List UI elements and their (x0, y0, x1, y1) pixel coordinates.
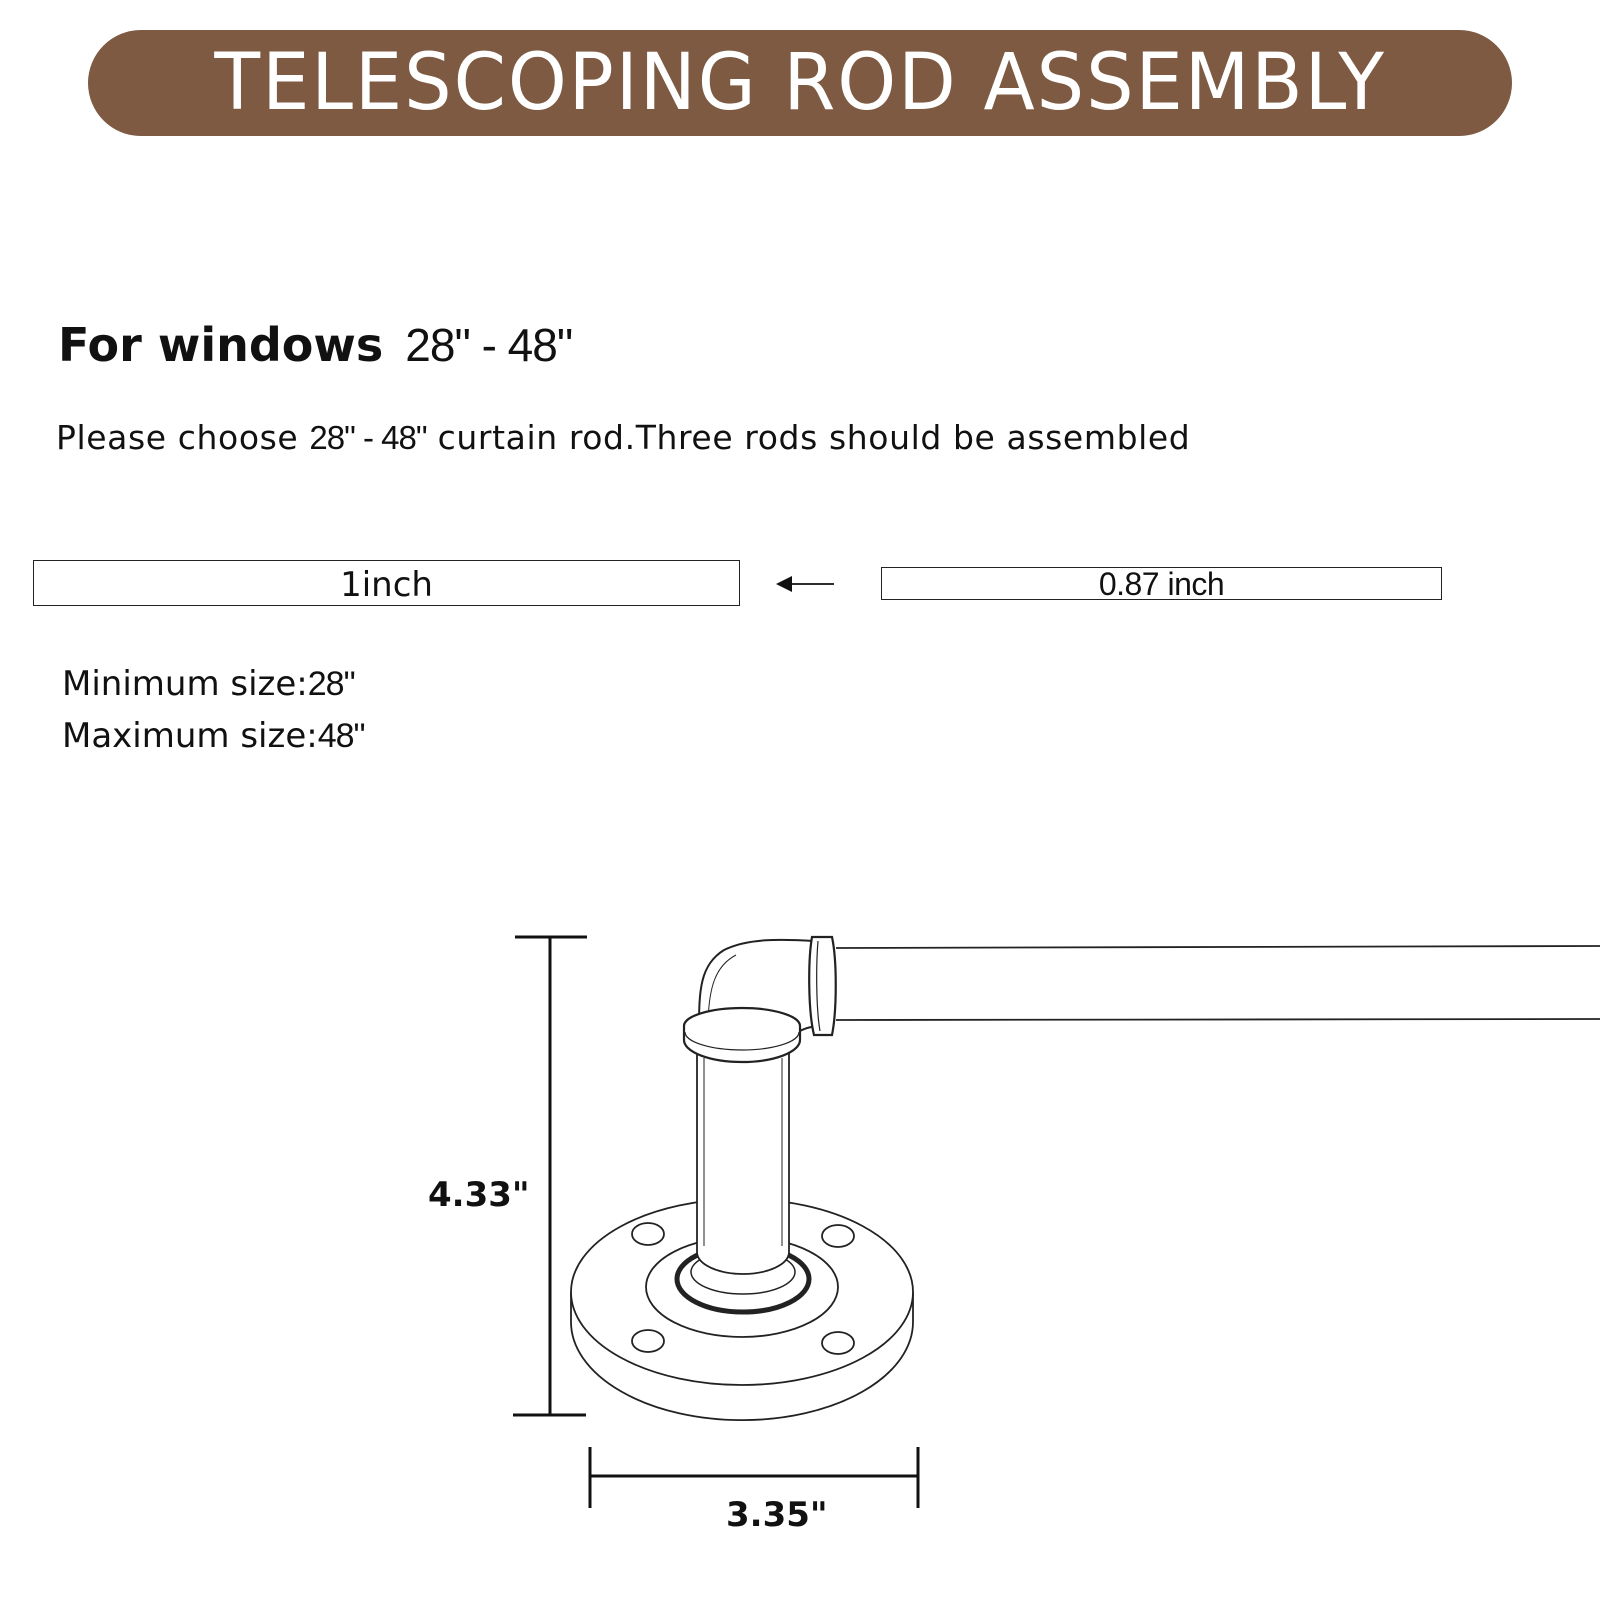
minimum-size: Minimum size:28" (62, 664, 356, 704)
instruction-range: 28" - 48" (309, 419, 427, 456)
vertical-pipe (696, 1051, 790, 1275)
minimum-size-label: Minimum size: (62, 664, 308, 704)
banner-title: TELESCOPING ROD ASSEMBLY (214, 38, 1386, 128)
rod-large: 1inch (33, 560, 740, 606)
instruction-before: Please choose (56, 418, 310, 457)
height-dimension-line (513, 935, 587, 1417)
screw-hole (821, 1224, 855, 1248)
windows-heading-range: 28" - 48" (405, 319, 573, 371)
height-dimension-label: 4.33" (428, 1175, 530, 1215)
left-arrow-icon (776, 576, 834, 592)
elbow-ring (682, 1006, 802, 1064)
rod-large-label: 1inch (340, 565, 433, 605)
rod-small-label: 0.87 inch (1098, 566, 1225, 602)
elbow-side-ring (808, 935, 837, 1037)
screw-hole (631, 1222, 665, 1246)
rod-small: 0.87 inch (881, 566, 1442, 602)
maximum-size-value: 48" (317, 717, 366, 755)
title-banner: TELESCOPING ROD ASSEMBLY (88, 30, 1512, 136)
maximum-size-label: Maximum size: (62, 716, 318, 756)
instruction-text: Please choose 28" - 48" curtain rod.Thre… (56, 418, 1190, 457)
width-dimension-line (588, 1447, 920, 1508)
windows-heading: For windows 28" - 48" (58, 318, 573, 372)
width-dimension-label: 3.35" (726, 1495, 828, 1535)
minimum-size-value: 28" (307, 665, 356, 703)
horizontal-rod (835, 945, 1600, 1021)
instruction-after: curtain rod.Three rods should be assembl… (426, 418, 1191, 457)
screw-hole (821, 1331, 855, 1355)
windows-heading-prefix: For windows (58, 318, 384, 372)
screw-hole (631, 1329, 665, 1353)
maximum-size: Maximum size:48" (62, 716, 366, 756)
